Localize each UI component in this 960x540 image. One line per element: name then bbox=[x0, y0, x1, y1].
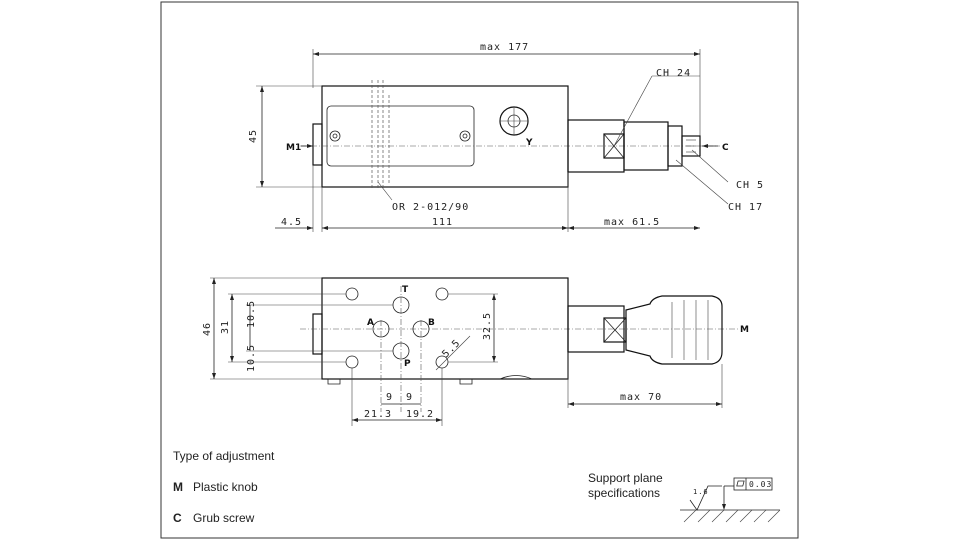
label-m: M bbox=[740, 325, 749, 335]
label-ch17: CH 17 bbox=[728, 202, 763, 213]
dim-21-3: 21.3 bbox=[364, 409, 392, 420]
dim-32-5: 32.5 bbox=[482, 312, 493, 340]
left-boss bbox=[312, 123, 323, 166]
support-plane-symbol: 1.6 0.03 bbox=[680, 477, 781, 523]
dim-max-70: max 70 bbox=[620, 392, 662, 403]
legend-code-c: C bbox=[173, 511, 182, 525]
dim-111: 111 bbox=[432, 217, 453, 228]
top-view: max 177 Y M1 bbox=[248, 42, 764, 232]
support-line-1: Support plane bbox=[588, 471, 663, 485]
flatness-value: 0.03 bbox=[749, 480, 772, 489]
dim-19-2: 19.2 bbox=[406, 409, 434, 420]
adjustment-title: Type of adjustment bbox=[173, 449, 275, 463]
grub-screw bbox=[681, 135, 701, 157]
legend-text-m: Plastic knob bbox=[193, 480, 258, 494]
dim-9-a: 9 bbox=[386, 392, 393, 403]
dim-max-61-5: max 61.5 bbox=[604, 217, 660, 228]
plastic-knob bbox=[625, 295, 723, 365]
drawing-frame bbox=[160, 1, 799, 539]
label-t: T bbox=[402, 285, 409, 295]
label-m1: M1 bbox=[286, 143, 301, 153]
legend-code-m: M bbox=[173, 480, 183, 494]
label-c: C bbox=[722, 143, 729, 153]
label-ch5: CH 5 bbox=[736, 180, 764, 191]
label-oring: OR 2-012/90 bbox=[392, 202, 469, 213]
label-ch24: CH 24 bbox=[656, 68, 691, 79]
roughness-value: 1.6 bbox=[693, 488, 709, 496]
label-y: Y bbox=[525, 138, 533, 148]
support-line-2: specifications bbox=[588, 486, 661, 500]
dim-46: 46 bbox=[202, 322, 213, 336]
screw-left bbox=[329, 130, 341, 142]
label-a: A bbox=[367, 318, 374, 328]
dim-31: 31 bbox=[220, 320, 231, 334]
support-plane-title: Support plane specifications bbox=[588, 471, 663, 501]
legend-item-m: M Plastic knob bbox=[173, 480, 258, 494]
dim-max-177: max 177 bbox=[480, 42, 529, 53]
dim-9-b: 9 bbox=[406, 392, 413, 403]
nameplate bbox=[326, 105, 475, 167]
legend-text-c: Grub screw bbox=[193, 511, 255, 525]
bottom-view: T A B P 5.5 M 46 31 bbox=[202, 277, 749, 426]
dim-4-5: 4.5 bbox=[281, 217, 302, 228]
flatness-frame bbox=[733, 477, 773, 491]
dim-10-5-a: 10.5 bbox=[246, 300, 257, 328]
label-p: P bbox=[404, 359, 411, 369]
label-b: B bbox=[428, 318, 435, 328]
dim-10-5-b: 10.5 bbox=[246, 344, 257, 372]
screw-right bbox=[459, 130, 471, 142]
dim-45: 45 bbox=[248, 129, 259, 143]
legend-item-c: C Grub screw bbox=[173, 511, 254, 525]
